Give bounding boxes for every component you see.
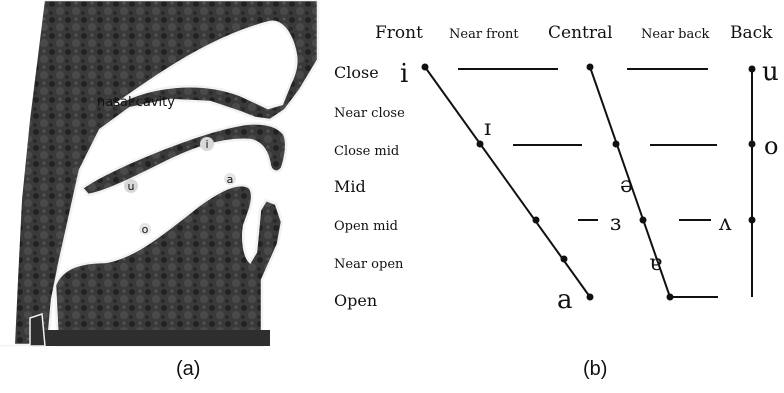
svg-text:u: u — [128, 180, 135, 193]
tongue — [55, 185, 282, 346]
svg-text:i: i — [205, 138, 208, 151]
front-edge — [425, 67, 590, 297]
palate — [82, 123, 286, 195]
marker-i: i — [200, 137, 214, 151]
vowel-chart: Front Near front Central Near back Back … — [334, 23, 779, 315]
vowel-u: u — [762, 57, 779, 87]
svg-text:a: a — [227, 173, 234, 186]
vowel-i: i — [400, 59, 408, 89]
row-open: Open — [334, 291, 377, 310]
vowel-a: a — [557, 285, 573, 315]
row-near-close: Near close — [334, 106, 405, 121]
vowel-near-open-central: ɐ — [649, 251, 662, 276]
caption-a: (a) — [176, 358, 200, 381]
col-front: Front — [375, 23, 423, 43]
vowel-schwa: ə — [620, 173, 633, 198]
jaw-base — [40, 330, 270, 346]
vowel-near-close-front: ɪ — [484, 116, 491, 141]
row-close: Close — [334, 63, 379, 82]
vowel-o: o — [764, 132, 778, 160]
marker-u: u — [124, 179, 138, 193]
col-near-back: Near back — [641, 27, 710, 42]
col-near-front: Near front — [449, 27, 519, 42]
row-close-mid: Close mid — [334, 144, 399, 159]
svg-text:o: o — [142, 223, 149, 236]
marker-o: o — [139, 223, 151, 236]
vowel-wedge: ʌ — [718, 211, 732, 236]
vocal-tract-section: nasal cavity i u a o — [0, 0, 318, 346]
col-central: Central — [548, 23, 613, 43]
row-open-mid: Open mid — [334, 219, 398, 234]
marker-a: a — [224, 173, 236, 186]
vowel-open-mid-central: ɜ — [610, 211, 621, 236]
row-near-open: Near open — [334, 257, 404, 272]
label-nasal-cavity: nasal cavity — [97, 95, 175, 110]
chart-dots — [422, 64, 756, 301]
caption-b: (b) — [583, 358, 607, 381]
lip-fragment — [30, 314, 45, 346]
col-back: Back — [730, 23, 773, 43]
row-mid: Mid — [334, 177, 366, 196]
